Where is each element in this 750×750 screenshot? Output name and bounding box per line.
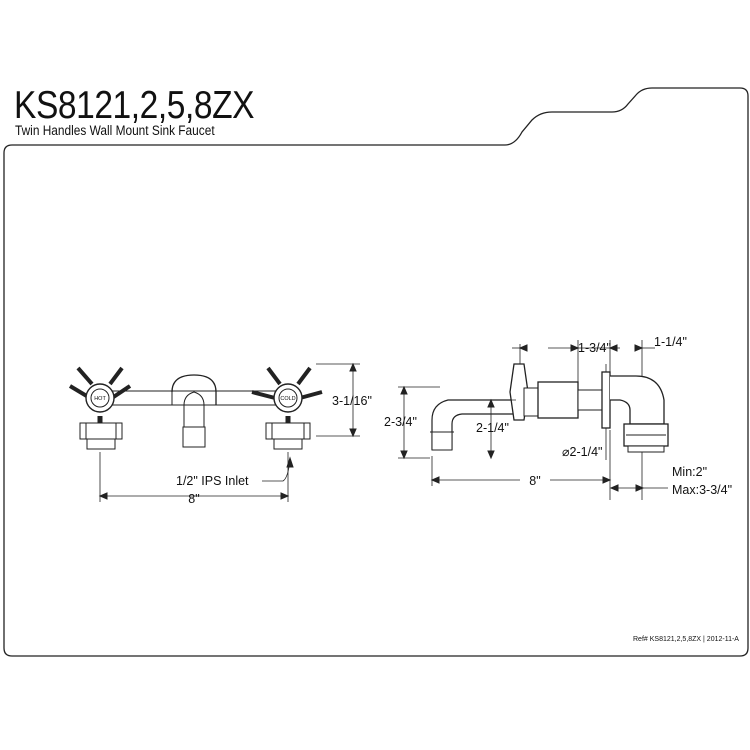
inlet-label: 1/2" IPS Inlet [176,474,249,488]
reference-number: Ref# KS8121,2,5,8ZX | 2012-11-A [633,636,739,643]
max-label: Max:3-3/4" [672,483,732,497]
side-view [398,340,669,500]
dim-spout-height-label: 2-3/4" [384,415,417,429]
cold-label: COLD [280,396,295,402]
spout-front [171,374,217,448]
dim-flange-diameter-label: ⌀2-1/4" [562,445,602,459]
front-view [68,362,360,502]
dim-width-label: 8" [188,492,199,506]
dim-handle-offset-label: 1-3/4" [578,341,611,355]
product-description: Twin Handles Wall Mount Sink Faucet [15,123,215,138]
dim-center-height-label: 2-1/4" [476,421,509,435]
min-label: Min:2" [672,465,707,479]
hot-label: HOT [94,396,106,402]
model-title: KS8121,2,5,8ZX [14,84,255,127]
sheet-border [3,87,749,657]
cold-handle [251,366,323,450]
dim-height-label: 3-1/16" [332,394,372,408]
dim-reach-label: 8" [529,474,540,488]
hot-handle [68,366,132,450]
dim-flange-depth-label: 1-1/4" [654,335,687,349]
